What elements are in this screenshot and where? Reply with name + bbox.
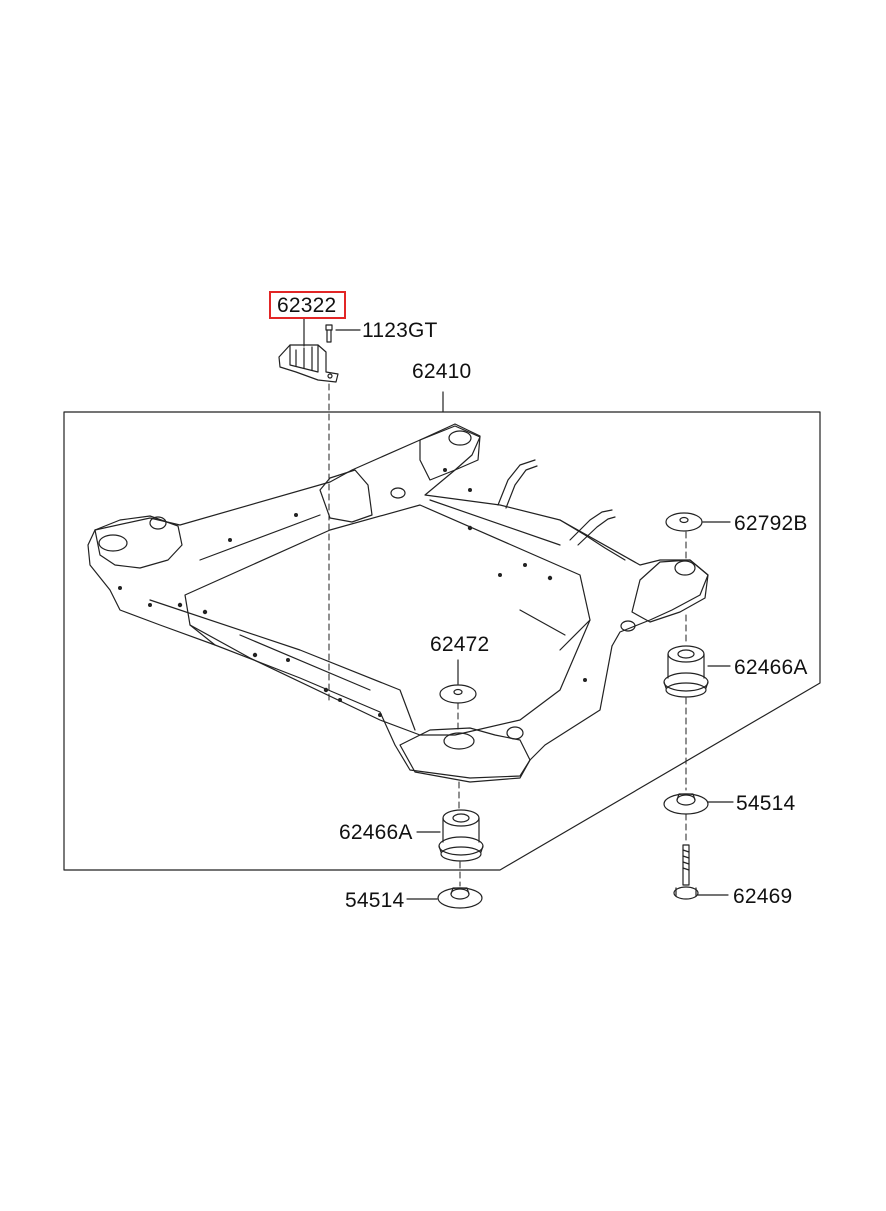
label-54514-right[interactable]: 54514 — [736, 792, 796, 815]
part-1123GT-bolt[interactable] — [325, 324, 333, 343]
label-62410[interactable]: 62410 — [412, 360, 472, 383]
frame-holes — [118, 468, 587, 717]
highlight-box-62322 — [269, 291, 346, 319]
part-62322-bracket[interactable] — [278, 344, 339, 383]
label-1123GT[interactable]: 1123GT — [362, 319, 438, 342]
label-54514-left[interactable]: 54514 — [345, 889, 405, 912]
group-frame — [63, 391, 821, 871]
leader-lines — [303, 317, 734, 900]
part-62472-washer[interactable] — [439, 684, 477, 704]
label-62466A-right[interactable]: 62466A — [734, 656, 808, 679]
part-62466A-bushing-right[interactable] — [663, 645, 709, 698]
part-54514-right[interactable] — [663, 793, 709, 815]
part-62792B-washer[interactable] — [665, 512, 703, 532]
label-62472[interactable]: 62472 — [430, 633, 490, 656]
part-54514-left[interactable] — [437, 887, 483, 909]
label-62466A-left[interactable]: 62466A — [339, 821, 413, 844]
part-62466A-bushing-left[interactable] — [438, 809, 484, 862]
subframe-crossmember — [87, 423, 709, 783]
label-62322[interactable]: 62322 — [277, 294, 337, 317]
label-62469[interactable]: 62469 — [733, 885, 793, 908]
part-62469-bolt[interactable] — [673, 844, 699, 900]
label-62792B[interactable]: 62792B — [734, 512, 808, 535]
